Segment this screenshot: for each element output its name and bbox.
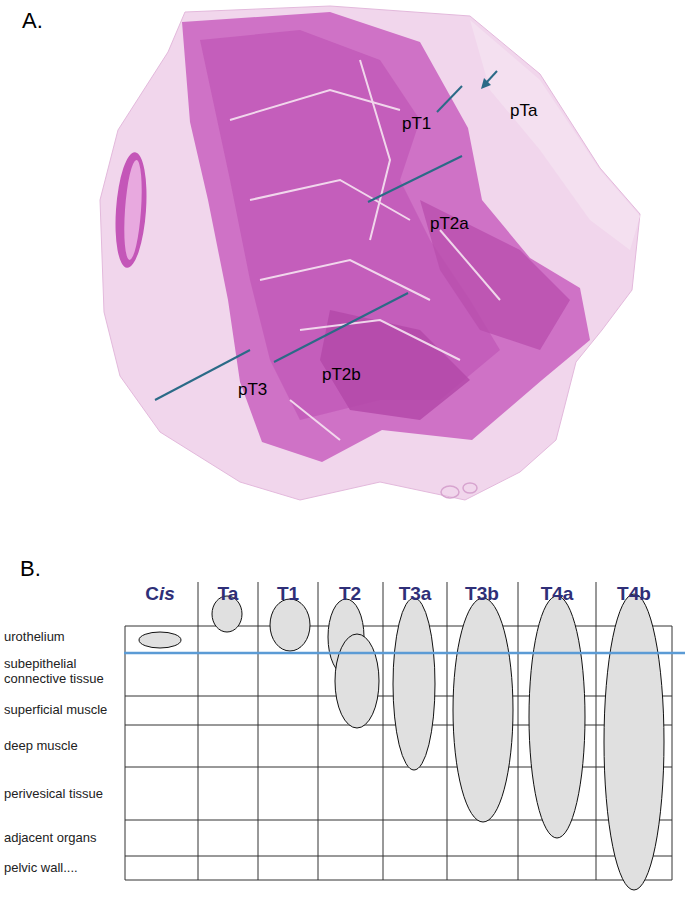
layer-label: urothelium bbox=[4, 630, 65, 645]
layer-label: pelvic wall.... bbox=[4, 861, 78, 876]
layer-label: adjacent organs bbox=[4, 831, 97, 846]
layer-label: deep muscle bbox=[4, 739, 78, 754]
stage-header: T1 bbox=[277, 583, 299, 605]
layer-label: subepithelial connective tissue bbox=[4, 657, 122, 687]
basement-membrane-line bbox=[124, 652, 685, 655]
tumor-extent-ellipses bbox=[139, 594, 664, 890]
pointer-arrow bbox=[481, 78, 491, 89]
stage-header: T4a bbox=[541, 583, 574, 605]
stage-header: T3b bbox=[465, 583, 499, 605]
layer-label: perivesical tissue bbox=[4, 787, 103, 802]
boundary-lines bbox=[155, 71, 497, 400]
panel-label: pT1 bbox=[402, 114, 431, 134]
tissue-section bbox=[100, 6, 640, 500]
layer-label: superficial muscle bbox=[4, 703, 107, 718]
stage-header: T2 bbox=[339, 583, 361, 605]
stage-header: T3a bbox=[399, 583, 432, 605]
panel-label: pTa bbox=[510, 101, 537, 121]
panel-label: B. bbox=[20, 556, 41, 581]
staging-grid bbox=[125, 582, 672, 880]
stage-header: T4b bbox=[617, 583, 651, 605]
panel-label: A. bbox=[22, 8, 43, 33]
stage-header: Ta bbox=[218, 583, 239, 605]
panel-label: pT3 bbox=[238, 380, 267, 400]
panel-label: pT2a bbox=[430, 214, 469, 234]
stage-header: Cis bbox=[145, 583, 175, 605]
panel-label: pT2b bbox=[322, 365, 361, 385]
